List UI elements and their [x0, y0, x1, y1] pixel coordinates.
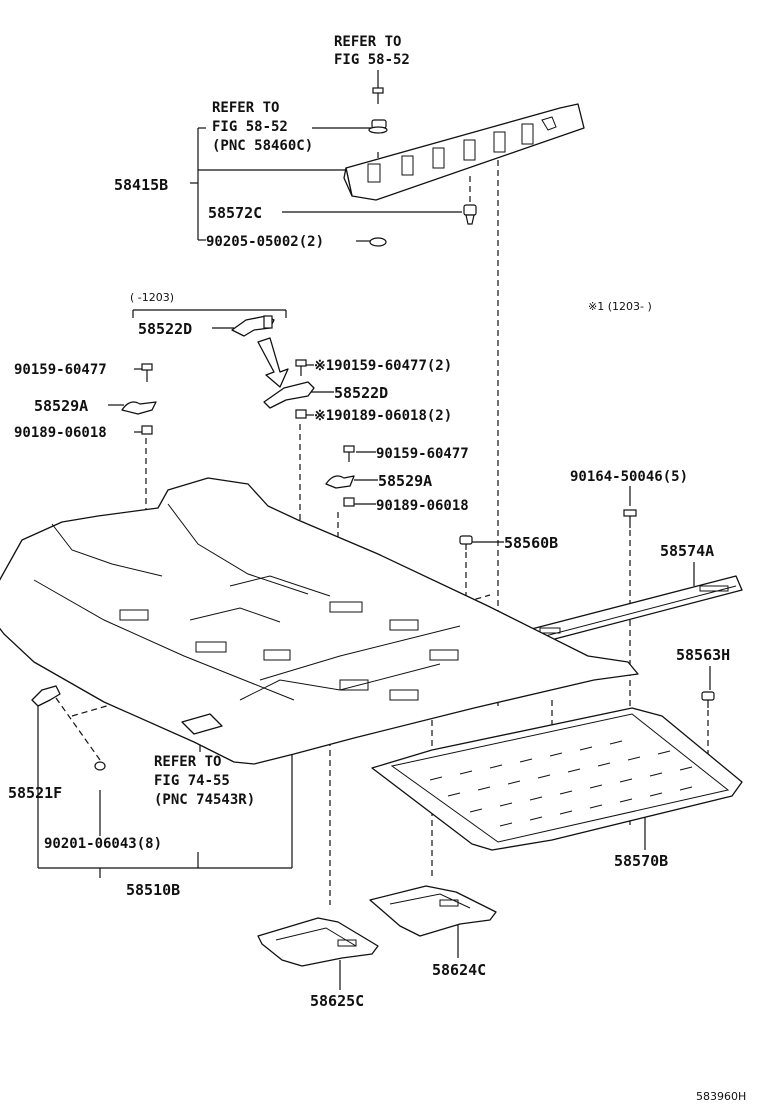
label-90159-b: 90159-60477 [376, 446, 469, 462]
part-58522D-bracket-a [231, 315, 275, 337]
clip-58563H [701, 691, 715, 708]
part-58574A-rail [519, 575, 743, 647]
figure-id: 583960H [696, 1090, 746, 1103]
part-58522D-bracket-b [263, 381, 315, 409]
bolt-90159-b [343, 445, 355, 462]
label-58522D-a: 58522D [138, 320, 192, 338]
label-90189-a: 90189-06018 [14, 425, 107, 441]
label-58574A: 58574A [660, 542, 714, 560]
nut-90189-a [141, 425, 153, 435]
label-58624C: 58624C [432, 961, 486, 979]
nut-90189-b [343, 497, 355, 507]
part-58510B-floor-carpet [0, 477, 639, 765]
clip-90201 [94, 761, 106, 771]
label-58572C: 58572C [208, 204, 262, 222]
fastener-58572C-clip [463, 204, 477, 225]
label-58415B: 58415B [114, 176, 168, 194]
bolt-90159-star [295, 359, 307, 376]
label-58510B: 58510B [126, 881, 180, 899]
clip-90164 [623, 509, 637, 528]
washer-90205 [369, 237, 387, 247]
arrow-replacement-icon [257, 337, 289, 388]
ref-upper-line1: REFER TO [212, 100, 279, 116]
label-90201: 90201-06043(8) [44, 836, 162, 852]
note-date-range: ( -1203) [130, 291, 174, 304]
label-58560B: 58560B [504, 534, 558, 552]
ref-top-line2: FIG 58-52 [334, 52, 410, 68]
fastener-top-screw [368, 87, 388, 134]
ref-upper-line3: (PNC 58460C) [212, 138, 313, 154]
label-58529A-a: 58529A [34, 397, 88, 415]
label-58529A-b: 58529A [378, 472, 432, 490]
label-90159-star: ※190159-60477(2) [314, 358, 452, 374]
clip-58560B [459, 535, 473, 550]
clip-58529A-b [325, 475, 355, 489]
ref-upper-line2: FIG 58-52 [212, 119, 288, 135]
ref-lower-line1: REFER TO [154, 754, 221, 770]
bolt-90159-a [141, 363, 153, 382]
note-star: ※1 (1203- ) [588, 300, 652, 313]
label-90205: 90205-05002(2) [206, 234, 324, 250]
nut-90189-star [295, 409, 307, 419]
ref-top-line1: REFER TO [334, 34, 401, 50]
ref-pad-74543R [181, 713, 223, 735]
clip-58529A-a [121, 401, 157, 415]
label-90189-star: ※190189-06018(2) [314, 408, 452, 424]
ref-lower-line3: (PNC 74543R) [154, 792, 255, 808]
label-58625C: 58625C [310, 992, 364, 1010]
label-58521F: 58521F [8, 784, 62, 802]
label-58570B: 58570B [614, 852, 668, 870]
label-90189-b: 90189-06018 [376, 498, 469, 514]
part-58624C-pad [369, 885, 497, 937]
label-58563H: 58563H [676, 646, 730, 664]
clip-58521F [31, 685, 61, 707]
part-58415B-scuff-plate [343, 103, 585, 201]
ref-lower-line2: FIG 74-55 [154, 773, 230, 789]
label-90164: 90164-50046(5) [570, 469, 688, 485]
part-58625C-pad [257, 917, 379, 967]
label-58522D-b: 58522D [334, 384, 388, 402]
label-90159-a: 90159-60477 [14, 362, 107, 378]
leader-lines [37, 70, 711, 990]
part-58570B-tray [371, 707, 743, 851]
